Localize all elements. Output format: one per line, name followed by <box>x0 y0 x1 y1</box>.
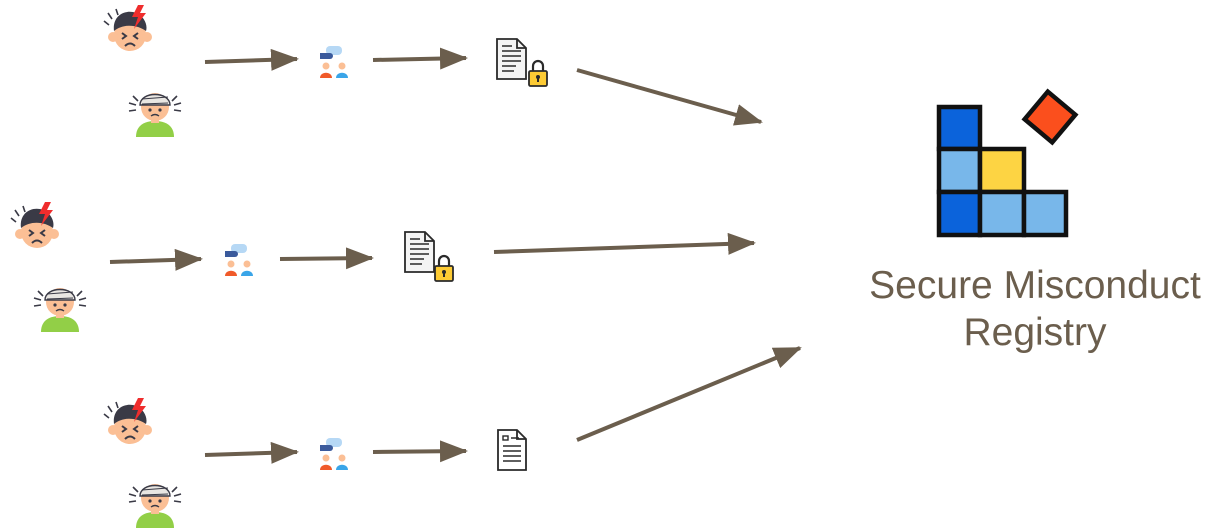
arrow-meeting-to-report <box>279 247 374 270</box>
arrow-meeting-to-report <box>372 47 468 70</box>
registry-label-line-2: Registry <box>963 311 1107 354</box>
row-1 <box>103 4 763 138</box>
injured-victim-icon <box>128 483 182 529</box>
meeting-icon <box>320 438 348 470</box>
injured-victim-icon <box>128 92 182 138</box>
arrow-report-to-registry <box>576 346 802 442</box>
meeting-icon <box>225 244 253 276</box>
arrow-meeting-to-report <box>372 440 468 463</box>
arrow-report-to-registry <box>576 68 763 126</box>
arrow-victims-to-meeting <box>109 248 203 271</box>
registry-label-line-1: Secure Misconduct <box>869 264 1201 307</box>
angry-victim-icon <box>10 201 60 249</box>
report-document-icon <box>497 429 527 471</box>
arrow-report-to-registry <box>493 232 756 255</box>
arrow-victims-to-meeting <box>204 48 299 71</box>
angry-victim-icon <box>103 4 153 52</box>
angry-victim-icon <box>103 397 153 445</box>
registry-label: Secure Misconduct Registry <box>840 262 1228 356</box>
report-document-icon <box>496 38 527 80</box>
lock-icon <box>433 254 455 283</box>
report-document-icon <box>404 231 435 273</box>
row-2 <box>10 201 756 333</box>
meeting-icon <box>320 46 348 78</box>
row-3 <box>103 346 802 529</box>
injured-victim-icon <box>33 287 87 333</box>
arrow-victims-to-meeting <box>204 441 299 464</box>
registry-blocks-icon <box>936 88 1079 238</box>
lock-icon <box>527 59 549 88</box>
